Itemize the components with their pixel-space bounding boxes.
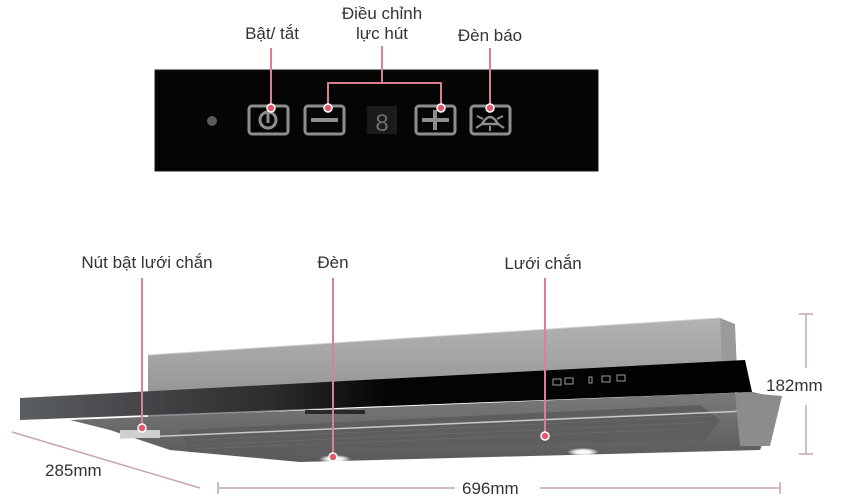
digit-display: 8 bbox=[375, 110, 388, 137]
panel-leader-dots bbox=[266, 103, 495, 113]
dimension-width: 696mm bbox=[462, 479, 519, 498]
panel-leaders bbox=[270, 46, 491, 106]
label-grease-filter: Lưới chắn bbox=[504, 254, 582, 273]
label-lamp: Đèn bbox=[317, 253, 349, 272]
dimension-height: 182mm bbox=[766, 376, 823, 395]
mini-control-panel bbox=[552, 374, 626, 386]
dimension-depth: 285mm bbox=[45, 461, 102, 480]
digit-display-bg bbox=[367, 106, 397, 134]
label-indicator-light: Đèn báo bbox=[457, 26, 523, 45]
hood-leaders bbox=[141, 278, 546, 454]
plus-icon[interactable] bbox=[414, 104, 457, 136]
label-power: Bật/ tắt bbox=[245, 24, 299, 43]
hood-leader-dots bbox=[137, 423, 550, 462]
control-panel: 8 bbox=[154, 69, 599, 172]
label-suction-line2: lực hút bbox=[355, 24, 409, 43]
label-filter-release-button: Nút bật lưới chắn bbox=[81, 253, 213, 272]
filter-release-button[interactable] bbox=[120, 430, 160, 438]
dimension-lines bbox=[11, 313, 813, 494]
sensor-dot bbox=[207, 116, 217, 126]
lamp-right bbox=[567, 448, 599, 456]
range-hood bbox=[20, 317, 782, 463]
label-suction-line1: Điều chỉnh bbox=[341, 4, 423, 23]
